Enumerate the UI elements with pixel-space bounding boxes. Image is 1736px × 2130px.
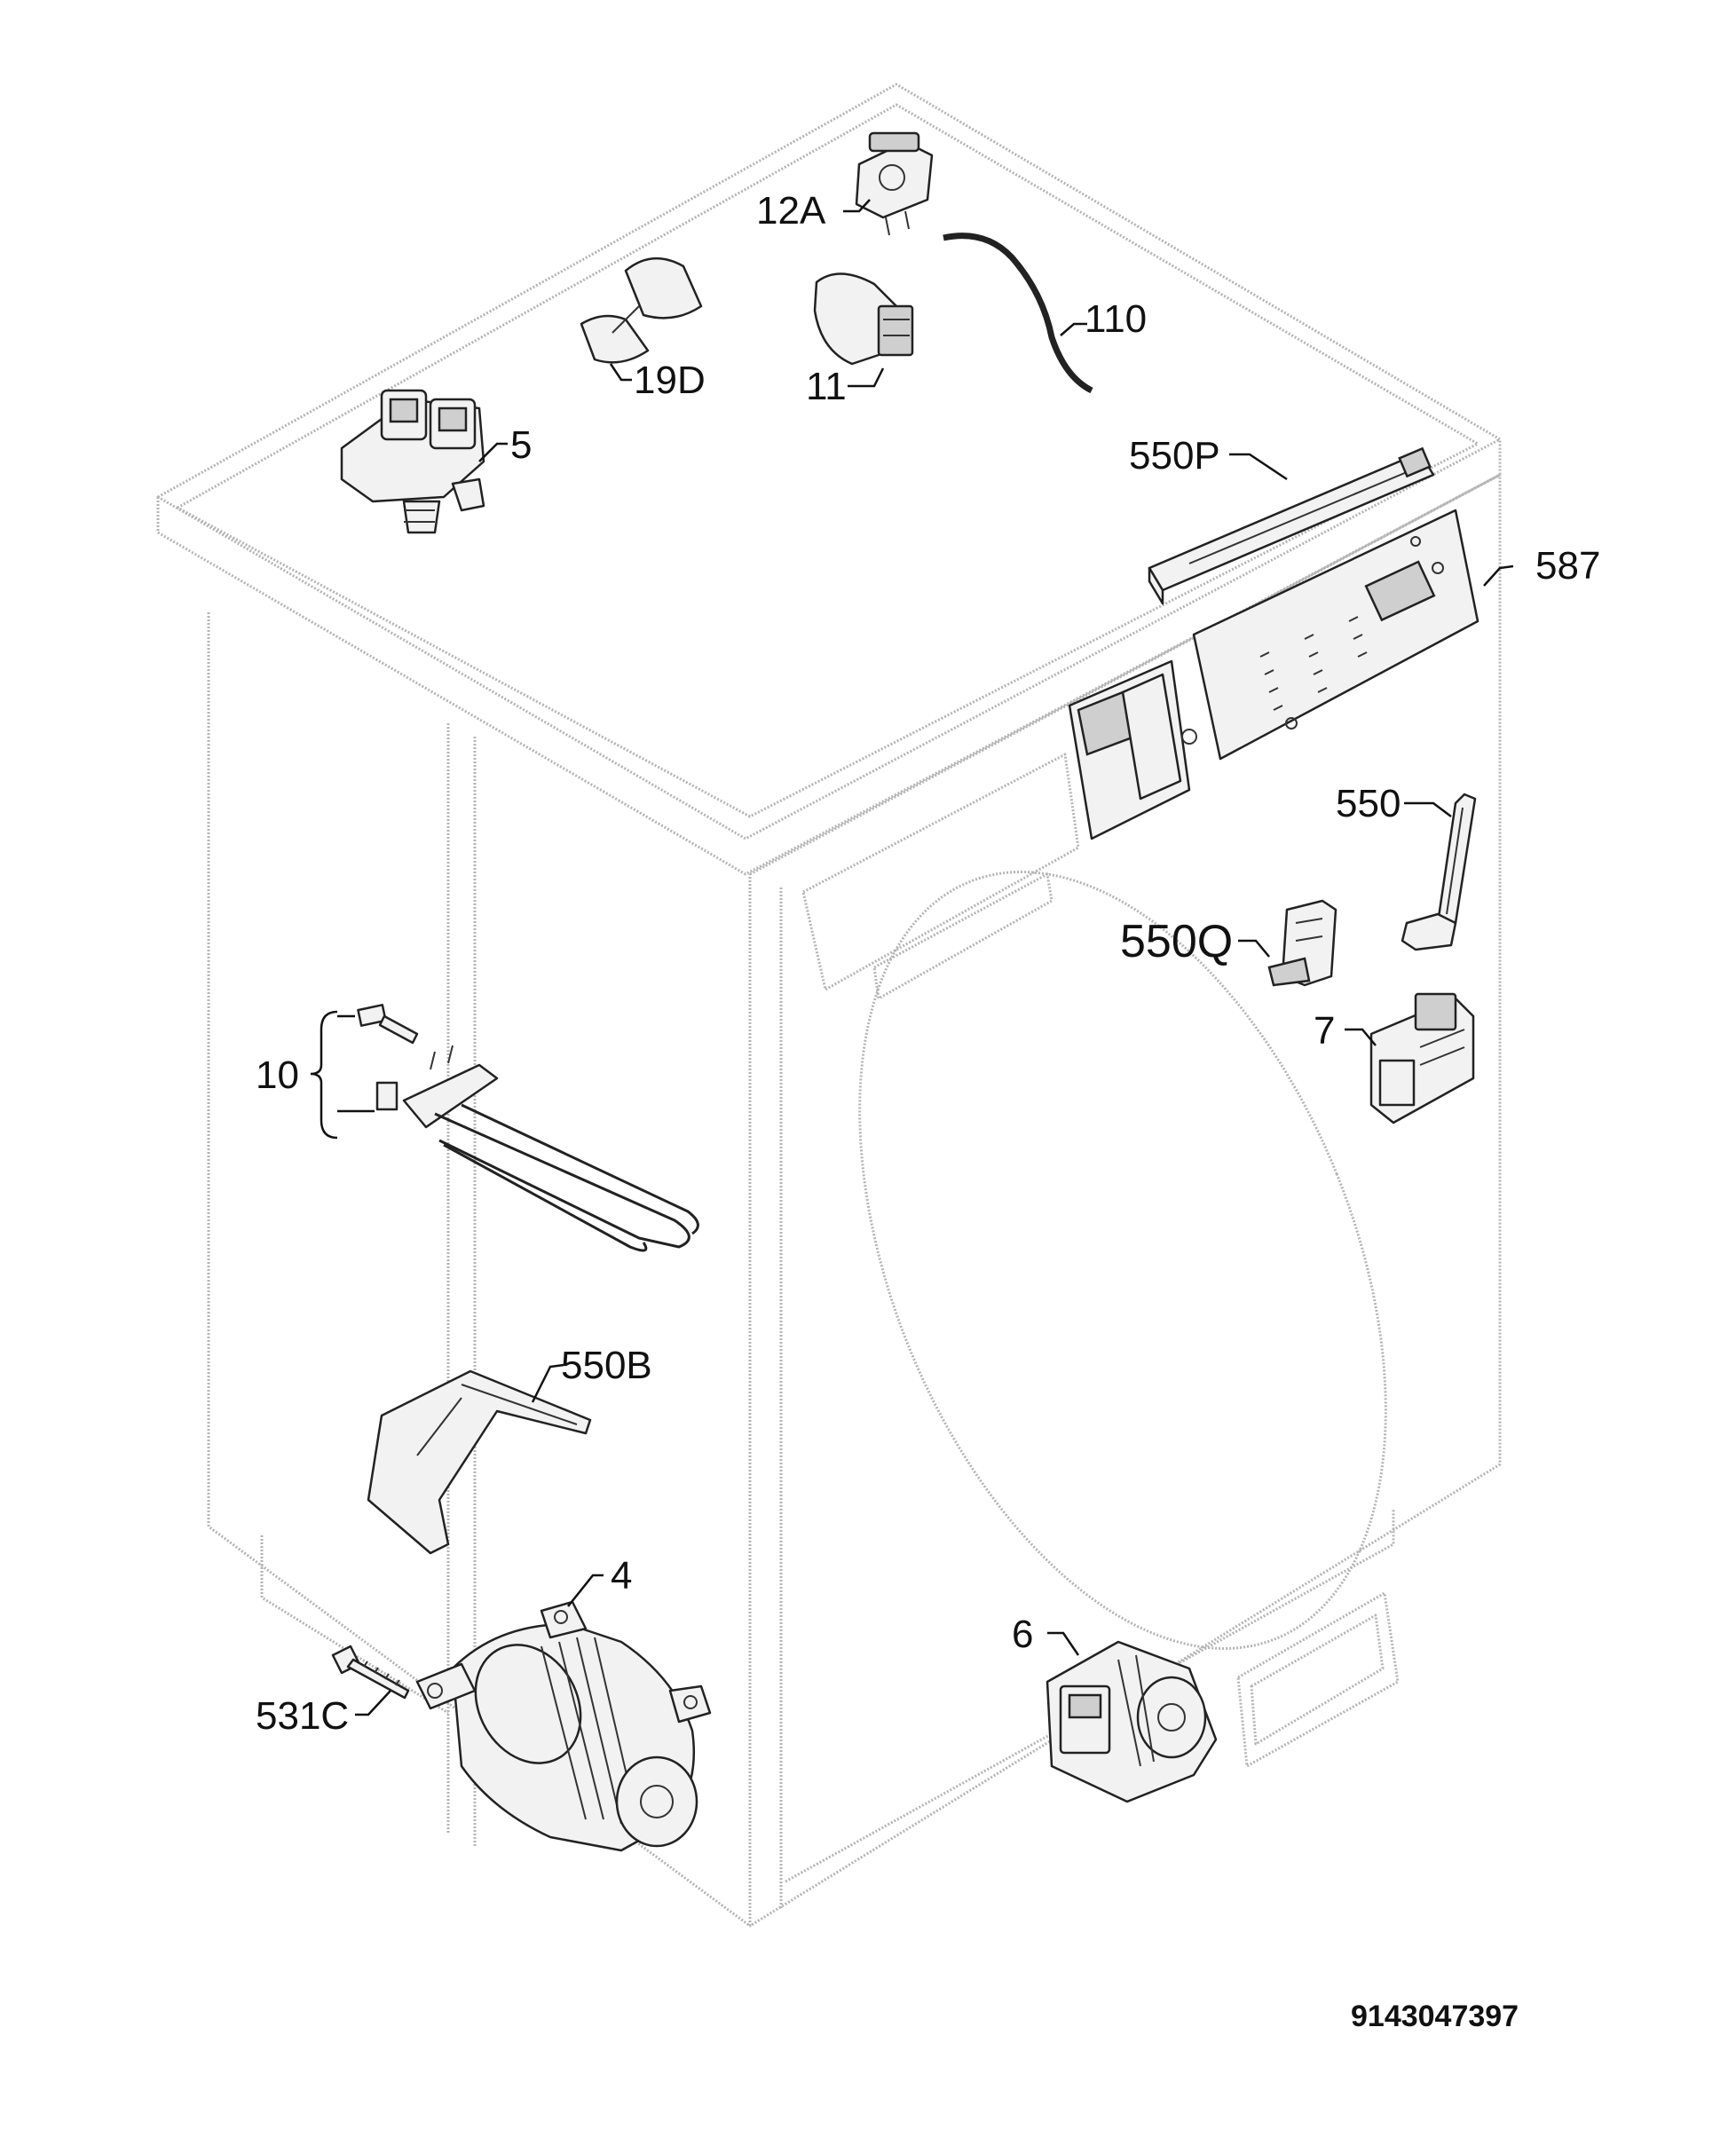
leader-11 (848, 367, 885, 388)
support-bracket-part-550b (367, 1369, 592, 1555)
callout-550q: 550Q (1120, 916, 1233, 967)
inlet-valve-part-5 (340, 389, 485, 534)
document-number: 9143047397 (1351, 2000, 1519, 2033)
screw-part-531c (331, 1645, 410, 1700)
leader-5 (478, 442, 508, 462)
callout-5: 5 (510, 423, 532, 467)
pressure-switch-part-12a (855, 131, 934, 236)
pressure-hose-part-110 (943, 233, 1093, 394)
callout-110: 110 (1085, 297, 1147, 341)
leader-550 (1404, 801, 1452, 817)
callout-6: 6 (1012, 1613, 1033, 1656)
callout-12a: 12A (756, 189, 826, 233)
hose-part-19d (580, 256, 703, 364)
bracket-brace-10 (310, 1010, 375, 1140)
leader-550b (531, 1363, 564, 1403)
leader-6 (1047, 1631, 1080, 1656)
leader-4 (567, 1574, 604, 1607)
heating-element-part-10 (357, 1004, 699, 1252)
door-handle-part-550 (1401, 793, 1477, 951)
door-lock-part-7 (1369, 992, 1475, 1124)
leader-531c (355, 1690, 391, 1716)
washer-cabinet-outline (156, 83, 1502, 1928)
motor-part-4 (415, 1600, 712, 1852)
leader-550p (1229, 453, 1288, 481)
callout-19d: 19D (634, 359, 706, 402)
callout-587: 587 (1535, 544, 1600, 588)
callout-550b: 550B (561, 1344, 652, 1387)
leader-110 (1060, 322, 1087, 336)
leader-587 (1483, 564, 1514, 587)
bracket-part-550q (1267, 899, 1338, 987)
leader-7 (1345, 1028, 1377, 1046)
callout-11: 11 (806, 365, 847, 408)
callout-10: 10 (256, 1053, 299, 1097)
drain-pump-part-6 (1046, 1640, 1218, 1803)
callout-4: 4 (611, 1554, 632, 1598)
leader-19d (609, 363, 632, 382)
electronic-board-part-587 (1068, 509, 1480, 840)
leader-550q (1238, 939, 1270, 958)
callout-550p: 550P (1129, 434, 1220, 477)
control-panel-strip-part-550p (1148, 446, 1435, 605)
leader-12a (843, 199, 871, 213)
callout-531c: 531C (256, 1694, 349, 1738)
suppressor-part-11 (813, 272, 914, 366)
callout-7: 7 (1314, 1009, 1335, 1053)
callout-550: 550 (1336, 782, 1401, 825)
